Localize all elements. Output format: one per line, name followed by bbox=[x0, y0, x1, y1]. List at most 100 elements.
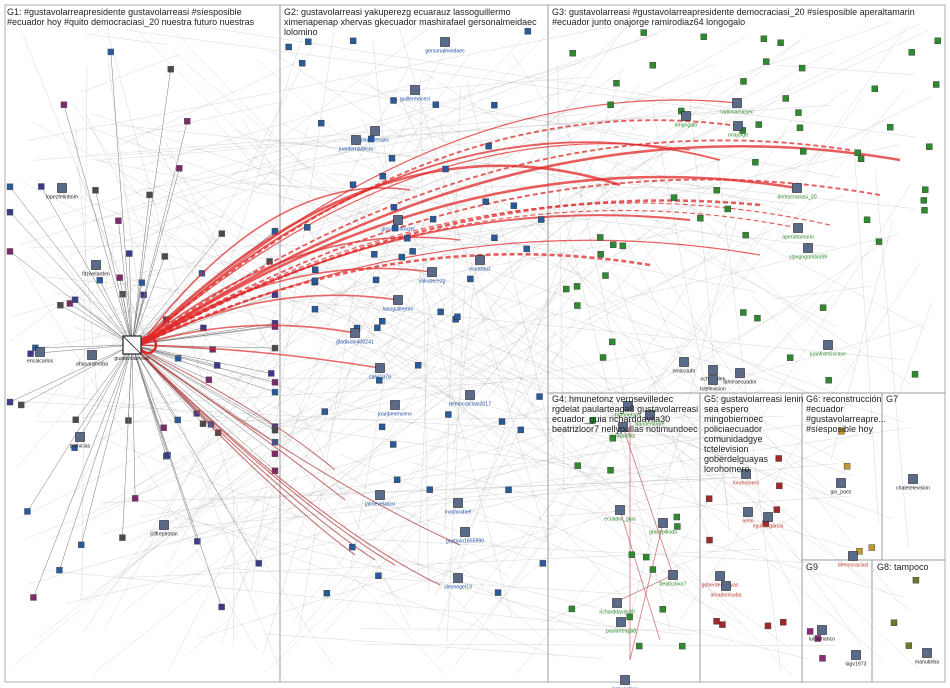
node-thumbnail bbox=[744, 508, 753, 517]
node-label: slecnegel13 bbox=[444, 585, 472, 591]
edge bbox=[23, 182, 124, 235]
node-marker bbox=[108, 49, 114, 55]
node-marker bbox=[375, 573, 381, 579]
node-label: lagv1973 bbox=[845, 662, 866, 668]
node-marker bbox=[602, 273, 608, 279]
node-marker bbox=[7, 184, 13, 190]
node-thumbnail bbox=[36, 348, 45, 357]
node-label: chaletelevision bbox=[896, 486, 930, 492]
node-label: onajorge bbox=[728, 133, 748, 139]
edge bbox=[598, 117, 856, 371]
node-thumbnail bbox=[680, 358, 689, 367]
edge bbox=[630, 523, 663, 660]
node-marker bbox=[18, 402, 24, 408]
node-marker bbox=[272, 389, 278, 395]
node-thumbnail bbox=[160, 521, 169, 530]
node-marker bbox=[797, 125, 803, 131]
node-marker bbox=[743, 232, 749, 238]
node-marker bbox=[7, 209, 13, 215]
node-marker bbox=[219, 604, 225, 610]
node-marker bbox=[404, 235, 410, 241]
node-marker bbox=[168, 66, 174, 72]
node-label: nmacouhr bbox=[672, 369, 695, 375]
node-marker bbox=[574, 283, 580, 289]
node-marker bbox=[272, 427, 278, 433]
node-marker bbox=[909, 49, 915, 55]
edge bbox=[361, 629, 711, 630]
edge bbox=[86, 34, 167, 45]
edge bbox=[623, 122, 640, 132]
node-label: yakuperezg bbox=[419, 279, 446, 285]
node-thumbnail bbox=[376, 364, 385, 373]
node-label: primicias bbox=[70, 444, 91, 450]
node-marker bbox=[598, 251, 604, 257]
node-marker bbox=[537, 394, 543, 400]
edge bbox=[662, 237, 892, 389]
node-marker bbox=[272, 345, 278, 351]
node-marker bbox=[61, 102, 67, 108]
node-marker bbox=[876, 239, 882, 245]
node-marker bbox=[371, 251, 377, 257]
node-label: ericalcarlos bbox=[27, 359, 54, 365]
node-marker bbox=[391, 97, 397, 103]
node-thumbnail bbox=[794, 224, 803, 233]
node-label: luisamanco bbox=[809, 637, 835, 643]
node-label: amadoolsaba bbox=[710, 593, 741, 599]
node-thumbnail bbox=[733, 99, 742, 108]
edge bbox=[454, 561, 542, 637]
edge bbox=[120, 60, 301, 146]
node-marker bbox=[491, 235, 497, 241]
node-thumbnail bbox=[923, 649, 932, 658]
node-marker bbox=[206, 377, 212, 383]
edge bbox=[637, 215, 751, 245]
node-thumbnail bbox=[669, 571, 678, 580]
edge bbox=[126, 30, 917, 137]
edge bbox=[76, 166, 152, 356]
node-marker bbox=[373, 277, 379, 283]
edge bbox=[21, 34, 658, 244]
edge bbox=[185, 619, 229, 656]
node-marker bbox=[379, 318, 385, 324]
node-marker bbox=[641, 30, 647, 36]
node-label: ecuarauz bbox=[469, 267, 491, 273]
node-marker bbox=[312, 278, 318, 284]
edge bbox=[614, 167, 925, 329]
node-thumbnail bbox=[734, 122, 743, 131]
node-marker bbox=[650, 62, 656, 68]
node-marker bbox=[67, 300, 73, 306]
node-marker bbox=[600, 354, 606, 360]
edge bbox=[132, 69, 171, 345]
node-marker bbox=[887, 124, 893, 130]
node-marker bbox=[752, 159, 758, 165]
node-thumbnail bbox=[476, 256, 485, 265]
node-marker bbox=[24, 508, 30, 514]
node-marker bbox=[147, 192, 153, 198]
edge bbox=[301, 361, 438, 559]
edge bbox=[448, 83, 639, 374]
edge bbox=[41, 570, 692, 635]
node-marker bbox=[427, 487, 433, 493]
node-marker bbox=[92, 187, 98, 193]
edge bbox=[236, 130, 345, 186]
g3-box bbox=[548, 5, 945, 393]
edge bbox=[140, 144, 690, 345]
node-label: gio_paez bbox=[830, 490, 851, 496]
node-thumbnail bbox=[428, 268, 437, 277]
node-marker bbox=[445, 412, 451, 418]
node-marker bbox=[650, 567, 656, 573]
node-marker bbox=[119, 535, 125, 541]
edge bbox=[753, 296, 807, 353]
node-marker bbox=[933, 81, 939, 87]
node-thumbnail bbox=[852, 651, 861, 660]
node-label: aperaltamarin bbox=[782, 235, 814, 241]
node-marker bbox=[912, 371, 918, 377]
node-thumbnail bbox=[837, 479, 846, 488]
edge bbox=[545, 496, 853, 516]
edge bbox=[373, 41, 387, 167]
node-marker bbox=[608, 102, 614, 108]
node-marker bbox=[714, 618, 720, 624]
node-marker bbox=[610, 242, 616, 248]
node-label: juanfranciscave bbox=[809, 352, 846, 358]
node-marker bbox=[467, 276, 473, 282]
node-label: goberdelguayas bbox=[702, 583, 739, 589]
